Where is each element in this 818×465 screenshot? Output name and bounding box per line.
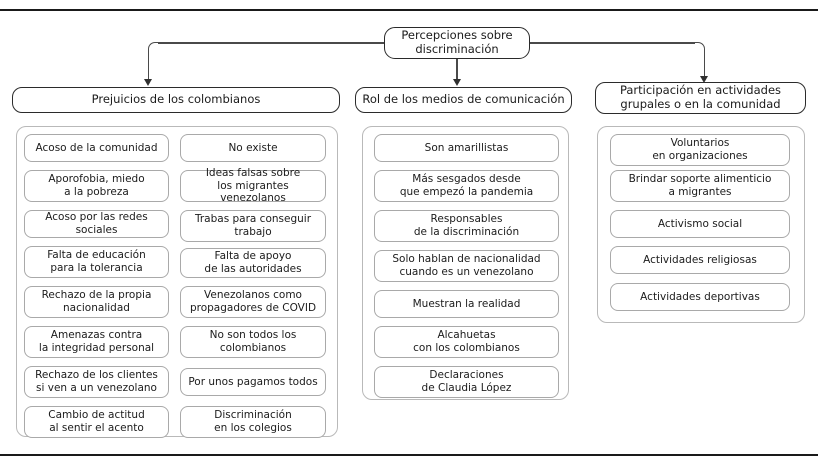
list-item-line2: cuando es un venezolano: [399, 266, 534, 278]
list-item-line1: Actividades deportivas: [640, 290, 760, 303]
list-item-line2: si ven a un venezolano: [36, 382, 157, 394]
root-node: Percepciones sobre discriminación: [384, 27, 530, 59]
list-item: Voluntarios en organizaciones: [610, 134, 790, 166]
list-item: Brindar soporte alimenticio a migrantes: [610, 170, 790, 202]
branch-header-prejuicios-line1: Prejuicios de los colombianos: [91, 92, 261, 107]
list-item-line1: Brindar soporte alimenticio: [628, 173, 772, 186]
list-item: Amenazas contra la integridad personal: [24, 326, 169, 358]
list-item: Por unos pagamos todos: [180, 368, 326, 396]
list-item: Falta de apoyo de las autoridades: [180, 248, 326, 278]
connector-left-elbow: [148, 42, 158, 53]
list-item: Acoso de la comunidad: [24, 134, 169, 162]
list-item: Aporofobia, miedo a la pobreza: [24, 170, 169, 202]
list-item-line1: Actividades religiosas: [643, 253, 757, 266]
list-item-line1: Falta de apoyo: [214, 250, 292, 263]
branch-header-medios-line1: Rol de los medios de comunicación: [362, 92, 565, 107]
connector-left-vertical: [148, 52, 150, 79]
list-item-line1: Venezolanos como: [204, 289, 302, 302]
list-item: No son todos los colombianos: [180, 326, 326, 358]
connector-right-vertical: [703, 52, 705, 76]
list-item: Actividades deportivas: [610, 283, 790, 311]
list-item: Falta de educación para la tolerancia: [24, 246, 169, 278]
connector-right-elbow: [695, 42, 705, 53]
list-item-line2: de las autoridades: [204, 263, 302, 275]
list-item-line2: a la pobreza: [64, 186, 129, 198]
list-item-line1: Muestran la realidad: [412, 297, 521, 310]
list-item-line1: Ideas falsas sobre: [205, 166, 301, 179]
list-item-line2: colombianos: [219, 342, 287, 354]
list-item-line1: Falta de educación: [47, 249, 146, 262]
list-item-line1: Más sesgados desde: [412, 173, 521, 186]
branch-header-participacion: Participación en actividades grupales o …: [595, 82, 806, 114]
branch-header-participacion-line2: grupales o en la comunidad: [620, 97, 781, 111]
list-item-line1: No son todos los: [209, 329, 297, 342]
branch-header-participacion-line1: Participación en actividades: [619, 83, 782, 98]
list-item: Acoso por las redes sociales: [24, 210, 169, 238]
list-item-line1: Solo hablan de nacionalidad: [392, 253, 541, 266]
list-item-line1: Trabas para conseguir: [194, 213, 312, 226]
list-item: Muestran la realidad: [374, 290, 559, 318]
list-item: Rechazo de los clientes si ven a un vene…: [24, 366, 169, 398]
list-item-line2: a migrantes: [668, 186, 732, 198]
root-node-line2: discriminación: [415, 42, 499, 56]
top-rule: [0, 9, 818, 11]
list-item: Rechazo de la propia nacionalidad: [24, 286, 169, 318]
list-item-line2: trabajo: [234, 226, 272, 238]
list-item-line2: al sentir el acento: [49, 422, 144, 434]
list-item: Discriminación en los colegios: [180, 406, 326, 438]
bottom-rule: [0, 454, 818, 456]
list-item-line1: Por unos pagamos todos: [188, 375, 318, 388]
connector-right-horizontal: [530, 42, 695, 44]
root-node-line1: Percepciones sobre: [401, 28, 513, 43]
list-item: No existe: [180, 134, 326, 162]
list-item-line1: Discriminación: [214, 409, 292, 422]
list-item-line1: Acoso de la comunidad: [35, 141, 158, 154]
list-item-line2: la integridad personal: [38, 342, 155, 354]
list-item: Venezolanos como propagadores de COVID: [180, 286, 326, 318]
list-item-line2: propagadores de COVID: [189, 302, 317, 314]
connector-middle-arrowhead: [452, 79, 461, 86]
list-item-line1: Declaraciones: [429, 369, 504, 382]
list-item-line1: Activismo social: [657, 217, 743, 230]
list-item: Activismo social: [610, 210, 790, 238]
list-item-line1: Rechazo de la propia: [41, 289, 152, 302]
list-item-line1: No existe: [228, 141, 278, 154]
list-item-line2: en los colegios: [214, 422, 292, 434]
list-item-line1: Cambio de actitud: [48, 409, 145, 422]
connector-right-arrowhead: [699, 76, 708, 83]
list-item-line2: nacionalidad: [63, 302, 130, 314]
connector-middle-vertical: [456, 59, 458, 79]
list-item-line2: de Claudia López: [421, 382, 512, 394]
list-item-line2: con los colombianos: [413, 342, 520, 354]
list-item: Cambio de actitud al sentir el acento: [24, 406, 169, 438]
list-item: Son amarillistas: [374, 134, 559, 162]
list-item: Solo hablan de nacionalidad cuando es un…: [374, 250, 559, 282]
list-item: Más sesgados desde que empezó la pandemi…: [374, 170, 559, 202]
branch-header-medios: Rol de los medios de comunicación: [355, 87, 572, 113]
list-item-line2: para la tolerancia: [50, 262, 143, 274]
list-item-line1: Amenazas contra: [50, 329, 143, 342]
list-item: Trabas para conseguir trabajo: [180, 210, 326, 242]
list-item-line1: Rechazo de los clientes: [35, 369, 158, 382]
list-item-line1: Aporofobia, miedo: [48, 173, 145, 186]
list-item-line2: en organizaciones: [652, 150, 748, 162]
connector-left-horizontal: [158, 42, 384, 44]
list-item: Actividades religiosas: [610, 246, 790, 274]
list-item-line2: los migrantes venezolanos: [217, 179, 289, 205]
list-item: Declaraciones de Claudia López: [374, 366, 559, 398]
list-item-line1: Voluntarios: [670, 137, 730, 150]
connector-left-arrowhead: [144, 79, 153, 86]
list-item-line1: Responsables: [430, 213, 503, 226]
list-item-line1: Acoso por las redes sociales: [45, 211, 148, 236]
list-item-line1: Alcahuetas: [437, 329, 496, 342]
branch-header-prejuicios: Prejuicios de los colombianos: [12, 87, 340, 113]
list-item-line1: Son amarillistas: [424, 141, 509, 154]
list-item: Ideas falsas sobre los migrantes venezol…: [180, 166, 326, 204]
list-item: Alcahuetas con los colombianos: [374, 326, 559, 358]
list-item: Responsables de la discriminación: [374, 210, 559, 242]
list-item-line2: de la discriminación: [413, 226, 520, 238]
list-item-line2: que empezó la pandemia: [399, 186, 534, 198]
